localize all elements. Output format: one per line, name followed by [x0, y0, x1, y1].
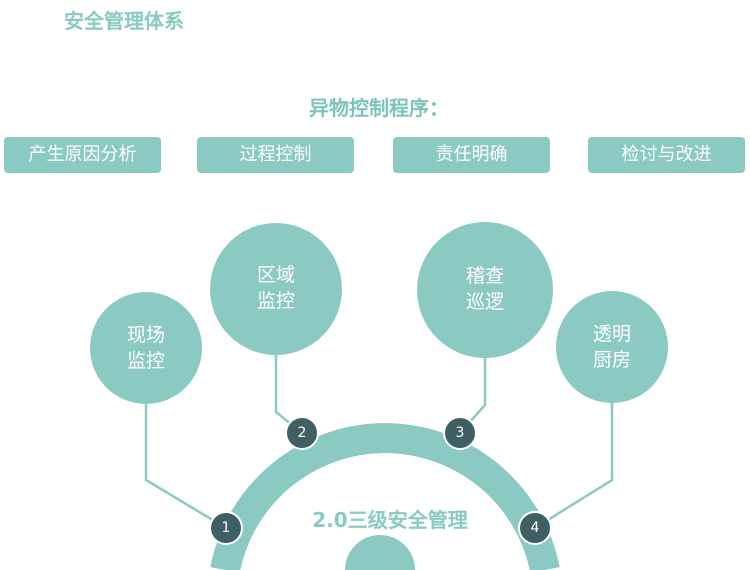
circle-inspection-patrol [417, 222, 553, 358]
step-responsibility: 责任明确 [393, 137, 550, 173]
node-4 [518, 511, 552, 545]
label-line: 监控 [256, 290, 295, 312]
connector-4 [534, 392, 614, 530]
node-1 [209, 511, 243, 545]
page-title: 安全管理体系 [64, 9, 184, 33]
node-number-3: 3 [455, 425, 465, 441]
node-3 [443, 416, 477, 450]
center-label: 2.0三级安全管理 [312, 508, 468, 532]
center-half-circle [345, 535, 415, 570]
label-area-monitoring: 区域 监控 [236, 262, 316, 314]
label-transparent-kitchen: 透明 厨房 [572, 321, 652, 373]
step-review-improve: 检讨与改进 [588, 137, 745, 173]
circle-transparent-kitchen [556, 291, 668, 403]
procedure-steps: 产生原因分析 过程控制 责任明确 检讨与改进 [0, 137, 750, 173]
node-2 [285, 416, 319, 450]
label-inspection-patrol: 稽查 巡逻 [445, 263, 525, 315]
step-cause-analysis: 产生原因分析 [4, 137, 161, 173]
step-process-control: 过程控制 [197, 137, 354, 173]
connector-1 [144, 395, 227, 530]
label-line: 监控 [126, 350, 165, 372]
label-line: 稽查 [465, 265, 504, 287]
node-number-1: 1 [221, 520, 231, 536]
procedure-title: 异物控制程序： [309, 96, 449, 120]
circle-area-monitoring [210, 223, 342, 355]
label-line: 透明 [592, 323, 631, 345]
label-line: 厨房 [592, 349, 631, 371]
node-number-4: 4 [530, 520, 540, 536]
outer-arc [210, 423, 560, 570]
circle-onsite-monitoring [90, 292, 202, 404]
label-line: 现场 [126, 324, 165, 346]
label-line: 区域 [256, 264, 295, 286]
label-line: 巡逻 [465, 291, 504, 313]
node-number-2: 2 [297, 425, 307, 441]
label-onsite-monitoring: 现场 监控 [106, 322, 186, 374]
